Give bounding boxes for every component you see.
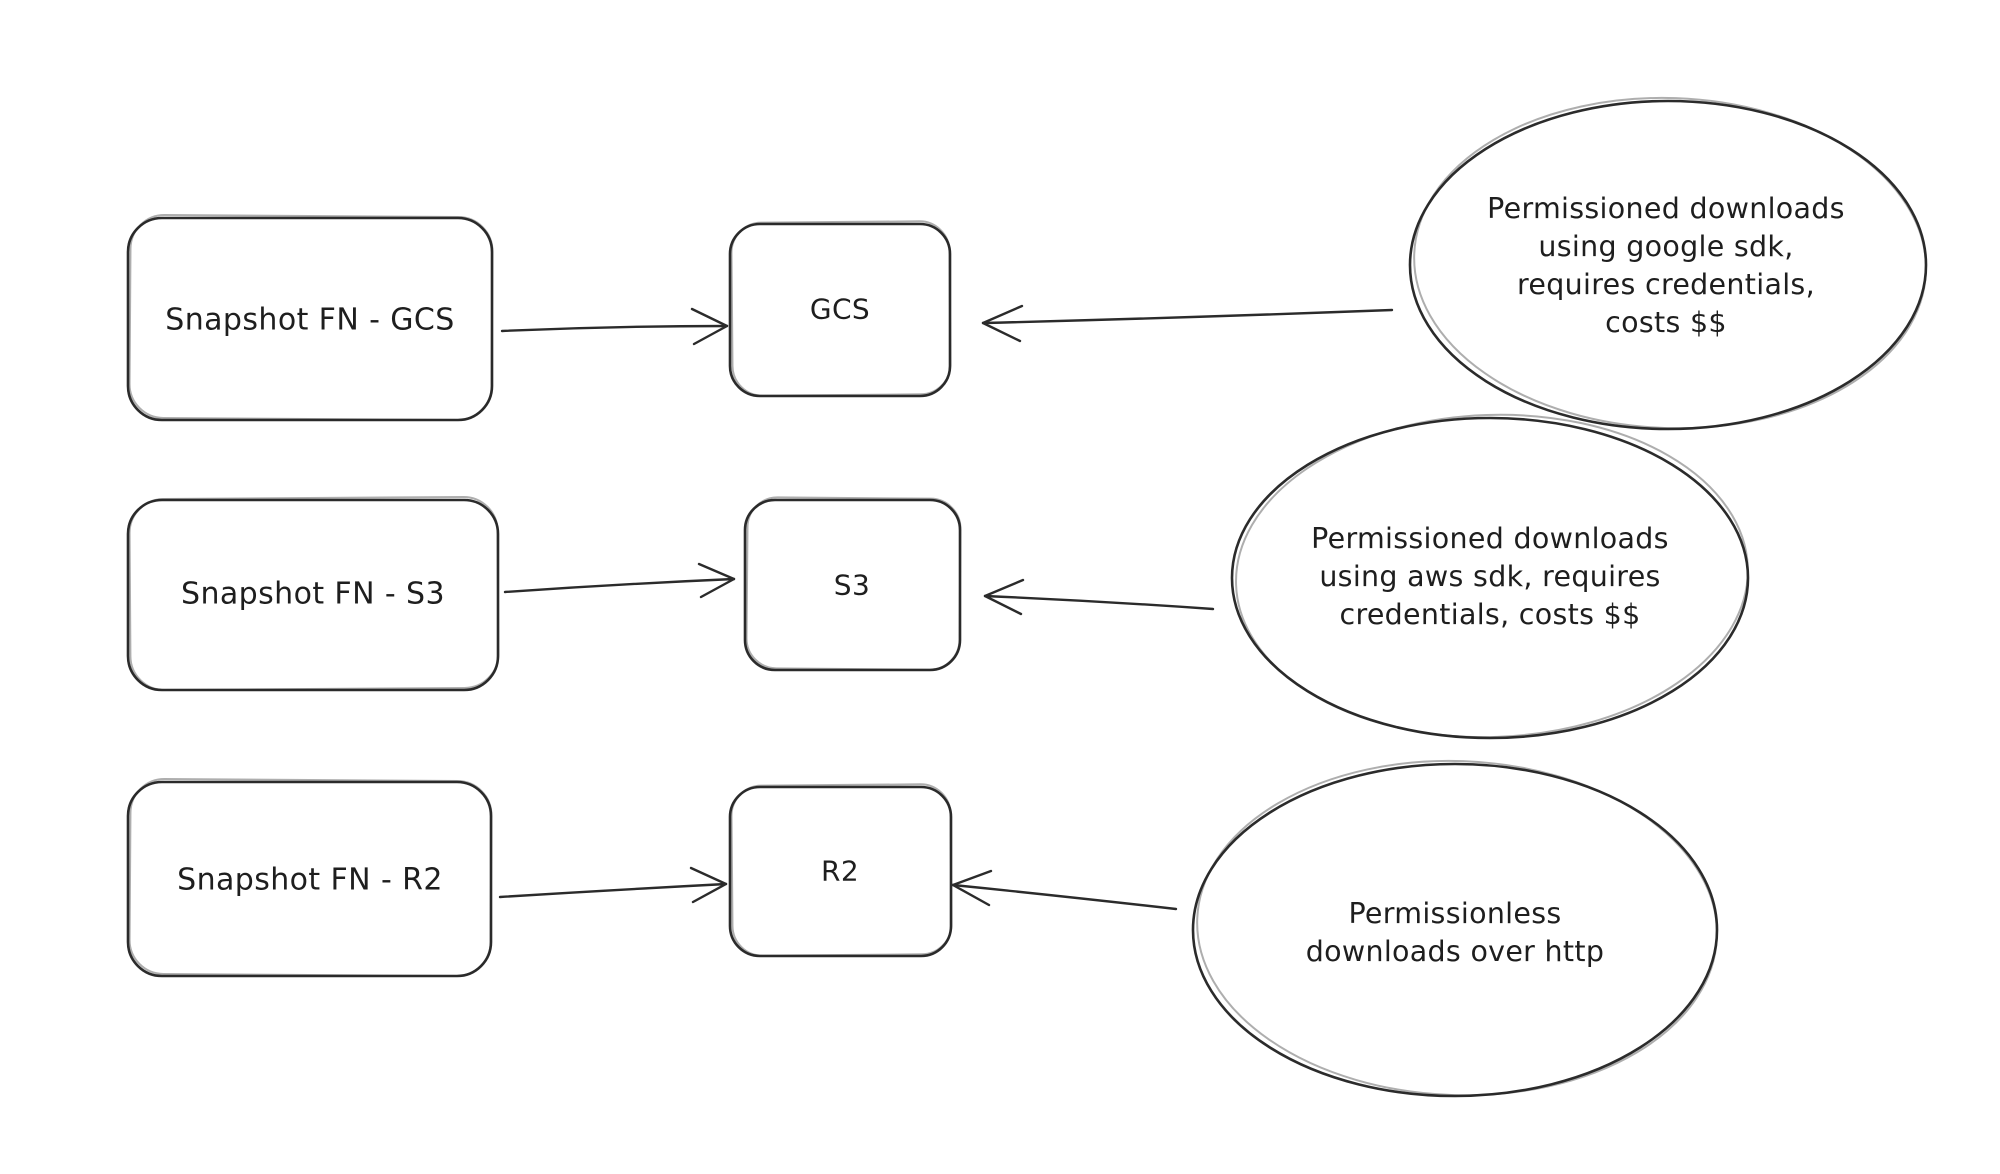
note-r2-line-2: downloads over http bbox=[1305, 935, 1605, 968]
source-node-r2-label: Snapshot FN - R2 bbox=[177, 862, 443, 898]
target-node-gcs-label: GCS bbox=[809, 292, 871, 326]
target-node-gcs-shape bbox=[728, 220, 952, 398]
edge-snapshot-to-r2 bbox=[498, 866, 728, 904]
note-gcs-line-3: requires credentials, bbox=[1517, 268, 1815, 301]
source-node-r2-shape bbox=[126, 777, 493, 978]
edge-snapshot-to-gcs bbox=[500, 307, 729, 346]
edge-note-to-gcs bbox=[981, 304, 1394, 343]
source-node-s3-shape bbox=[126, 495, 500, 692]
note-gcs-line-2: using google sdk, bbox=[1538, 230, 1794, 263]
edge-note-to-r2 bbox=[951, 869, 1178, 911]
note-r2: Permissionless downloads over http bbox=[1306, 895, 1605, 971]
edge-snapshot-to-s3 bbox=[503, 562, 736, 599]
target-node-r2-label: R2 bbox=[820, 854, 860, 888]
note-s3-line-2: using aws sdk, requires bbox=[1319, 560, 1661, 593]
source-node-gcs-label: Snapshot FN - GCS bbox=[165, 302, 455, 338]
note-ellipse-s3-shape bbox=[1230, 413, 1750, 740]
note-s3: Permissioned downloads using aws sdk, re… bbox=[1311, 520, 1669, 634]
source-node-s3-label: Snapshot FN - S3 bbox=[181, 576, 445, 612]
note-gcs: Permissioned downloads using google sdk,… bbox=[1487, 190, 1845, 342]
note-s3-line-1: Permissioned downloads bbox=[1311, 522, 1669, 555]
note-s3-line-3: credentials, costs $$ bbox=[1339, 598, 1641, 631]
target-node-r2-shape bbox=[728, 783, 953, 958]
target-node-s3-shape bbox=[743, 496, 962, 672]
note-r2-line-1: Permissionless bbox=[1348, 897, 1562, 930]
source-node-gcs-shape bbox=[126, 213, 494, 422]
note-gcs-line-1: Permissioned downloads bbox=[1487, 192, 1845, 225]
note-ellipse-r2-shape bbox=[1191, 759, 1719, 1098]
note-gcs-line-4: costs $$ bbox=[1605, 306, 1727, 339]
target-node-s3-label: S3 bbox=[833, 568, 871, 602]
note-ellipse-gcs-shape bbox=[1408, 96, 1928, 431]
edge-note-to-s3 bbox=[983, 578, 1215, 616]
